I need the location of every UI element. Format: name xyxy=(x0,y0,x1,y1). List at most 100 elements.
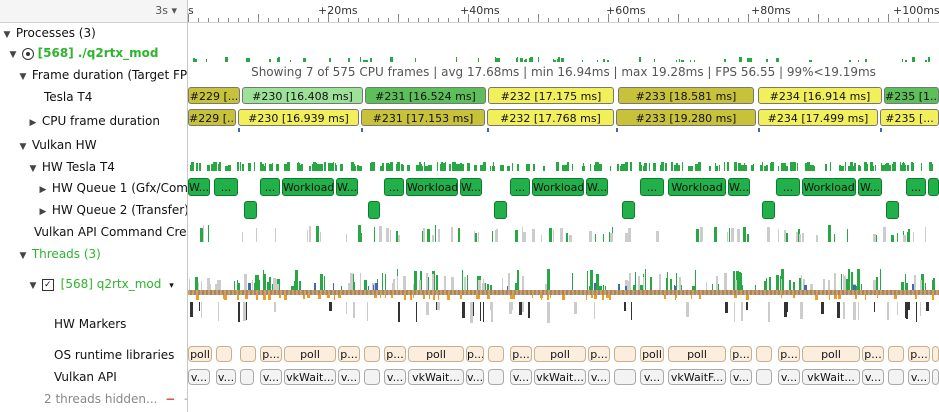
expand-arrow-icon[interactable]: ▼ xyxy=(29,281,37,291)
workload-block[interactable]: ... xyxy=(510,178,530,196)
tree-row-frame-duration[interactable]: ▼ Frame duration (Target FPS xyxy=(18,64,187,86)
gpu-frame[interactable]: #231 [16.524 ms] xyxy=(365,87,486,104)
zoom-control[interactable]: 3s ▾ xyxy=(155,4,177,17)
expand-arrow-icon[interactable]: ▼ xyxy=(29,164,37,174)
workload-block[interactable]: W... xyxy=(858,178,882,196)
vulkan-call[interactable]: v... xyxy=(778,369,800,385)
expand-arrow-icon[interactable]: ▼ xyxy=(19,72,27,82)
workload-block[interactable]: W... xyxy=(336,178,358,196)
workload-block[interactable]: ... xyxy=(384,178,404,196)
workload-block[interactable]: Workload xyxy=(406,178,458,196)
expand-arrow-icon[interactable]: ▶ xyxy=(39,207,47,217)
poll-call[interactable]: p... xyxy=(466,346,484,362)
time-ruler[interactable]: s +20ms +40ms +60ms +80ms +100ms xyxy=(188,0,939,23)
expand-arrow-icon[interactable]: ▶ xyxy=(39,185,47,195)
vulkan-call[interactable]: v... xyxy=(510,369,532,385)
tree-row-tesla-t4[interactable]: Tesla T4 xyxy=(44,86,92,108)
cpu-frame[interactable]: #230 [16.939 ms] xyxy=(238,109,359,126)
poll-call[interactable] xyxy=(488,346,504,362)
vulkan-call[interactable]: vkWaitF... xyxy=(668,369,726,385)
poll-call[interactable]: poll xyxy=(408,346,464,362)
workload-block[interactable]: Workload xyxy=(532,178,584,196)
poll-call[interactable]: p... xyxy=(778,346,800,362)
cpu-frame[interactable]: #233 [19.280 ms] xyxy=(616,109,756,126)
vulkan-call[interactable]: vkWait... xyxy=(802,369,860,385)
poll-call[interactable]: poll xyxy=(534,346,586,362)
poll-call[interactable]: poll xyxy=(284,346,336,362)
poll-call[interactable]: p... xyxy=(384,346,406,362)
cpu-frame[interactable]: #232 [17.768 ms] xyxy=(487,109,614,126)
workload-block[interactable]: ... xyxy=(640,178,664,196)
gpu-frame[interactable]: #235 [1... xyxy=(884,87,939,104)
tree-row-threads[interactable]: ▼ Threads (3) xyxy=(18,243,101,265)
cpu-frame[interactable]: #229 [... xyxy=(188,109,236,126)
workload-block[interactable]: Workload xyxy=(668,178,726,196)
expand-arrow-icon[interactable]: ▶ xyxy=(29,118,37,128)
vulkan-call[interactable] xyxy=(614,369,636,385)
poll-call[interactable]: p... xyxy=(510,346,532,362)
expand-arrow-icon[interactable]: ▼ xyxy=(19,142,27,152)
cpu-frame[interactable]: #234 [17.499 ms] xyxy=(758,109,878,126)
poll-call[interactable]: p... xyxy=(588,346,610,362)
tree-row-thread[interactable]: ▼ ✓ [568] q2rtx_mod ▾ xyxy=(28,273,174,295)
vulkan-call[interactable]: v... xyxy=(640,369,664,385)
tree-row-vulkan-hw[interactable]: ▼ Vulkan HW xyxy=(18,134,97,156)
poll-call[interactable] xyxy=(888,346,904,362)
poll-call[interactable]: p... xyxy=(260,346,282,362)
vulkan-call[interactable]: v... xyxy=(216,369,236,385)
timeline-area[interactable]: s +20ms +40ms +60ms +80ms +100ms Showing… xyxy=(188,0,939,412)
cpu-frame[interactable]: #231 [17.153 ms] xyxy=(361,109,485,126)
checkbox-icon[interactable]: ✓ xyxy=(41,278,54,291)
poll-call[interactable] xyxy=(932,346,939,362)
tree-row-threads-hidden[interactable]: 2 threads hidden... − + xyxy=(44,388,187,410)
vulkan-call[interactable]: v... xyxy=(730,369,752,385)
expand-arrow-icon[interactable]: ▼ xyxy=(3,30,11,40)
poll-call[interactable] xyxy=(756,346,772,362)
gpu-frame[interactable]: #233 [18.581 ms] xyxy=(618,87,754,104)
vulkan-call[interactable]: vkWait... xyxy=(408,369,464,385)
tree-row-hw-markers[interactable]: HW Markers xyxy=(54,313,126,335)
poll-call[interactable] xyxy=(240,346,256,362)
vulkan-call[interactable] xyxy=(364,369,380,385)
plus-icon[interactable]: + xyxy=(183,392,187,406)
radio-icon[interactable] xyxy=(21,47,34,60)
transfer-block[interactable] xyxy=(244,201,257,219)
tree-row-os-runtime[interactable]: OS runtime libraries xyxy=(54,344,174,366)
chevron-down-icon[interactable]: ▾ xyxy=(169,281,174,291)
tree-row-process[interactable]: ▼ [568] ./q2rtx_mod xyxy=(8,42,159,64)
workload-block[interactable]: ... xyxy=(776,178,800,196)
tree-row-vulkan-api-cmd[interactable]: Vulkan API Command Crea xyxy=(34,221,187,243)
workload-block[interactable]: Workload xyxy=(802,178,856,196)
transfer-block[interactable] xyxy=(622,201,635,219)
poll-call[interactable] xyxy=(614,346,636,362)
gpu-frame[interactable]: #229 [... xyxy=(188,87,240,104)
vulkan-call[interactable] xyxy=(932,369,939,385)
poll-call[interactable]: poll xyxy=(188,346,212,362)
workload-block[interactable] xyxy=(928,178,939,196)
poll-call[interactable] xyxy=(216,346,232,362)
vulkan-call[interactable] xyxy=(488,369,504,385)
tree-row-vulkan-api[interactable]: Vulkan API xyxy=(54,366,117,388)
poll-call[interactable] xyxy=(364,346,380,362)
vulkan-call[interactable] xyxy=(240,369,254,385)
vulkan-call[interactable]: v... xyxy=(466,369,484,385)
workload-block[interactable]: W... xyxy=(728,178,750,196)
gpu-frame[interactable]: #230 [16.408 ms] xyxy=(242,87,363,104)
vulkan-call[interactable]: v... xyxy=(338,369,360,385)
poll-call[interactable]: p... xyxy=(730,346,752,362)
poll-call[interactable]: p... xyxy=(862,346,884,362)
vulkan-call[interactable]: v... xyxy=(384,369,406,385)
cpu-frame[interactable]: #235 [... xyxy=(880,109,939,126)
vulkan-call[interactable]: v... xyxy=(188,369,210,385)
workload-block[interactable]: W... xyxy=(188,178,210,196)
tree-row-hw-queue-1[interactable]: ▶ HW Queue 1 (Gfx/Comp xyxy=(38,177,187,199)
poll-call[interactable]: p... xyxy=(908,346,930,362)
vulkan-call[interactable]: v... xyxy=(260,369,282,385)
vulkan-call[interactable] xyxy=(888,369,904,385)
expand-arrow-icon[interactable]: ▼ xyxy=(9,50,17,60)
vulkan-call[interactable]: v... xyxy=(588,369,610,385)
tree-row-processes[interactable]: ▼ Processes (3) xyxy=(2,22,96,44)
workload-block[interactable]: ... xyxy=(906,178,926,196)
gpu-frame[interactable]: #232 [17.175 ms] xyxy=(488,87,614,104)
vulkan-call[interactable]: v... xyxy=(862,369,884,385)
